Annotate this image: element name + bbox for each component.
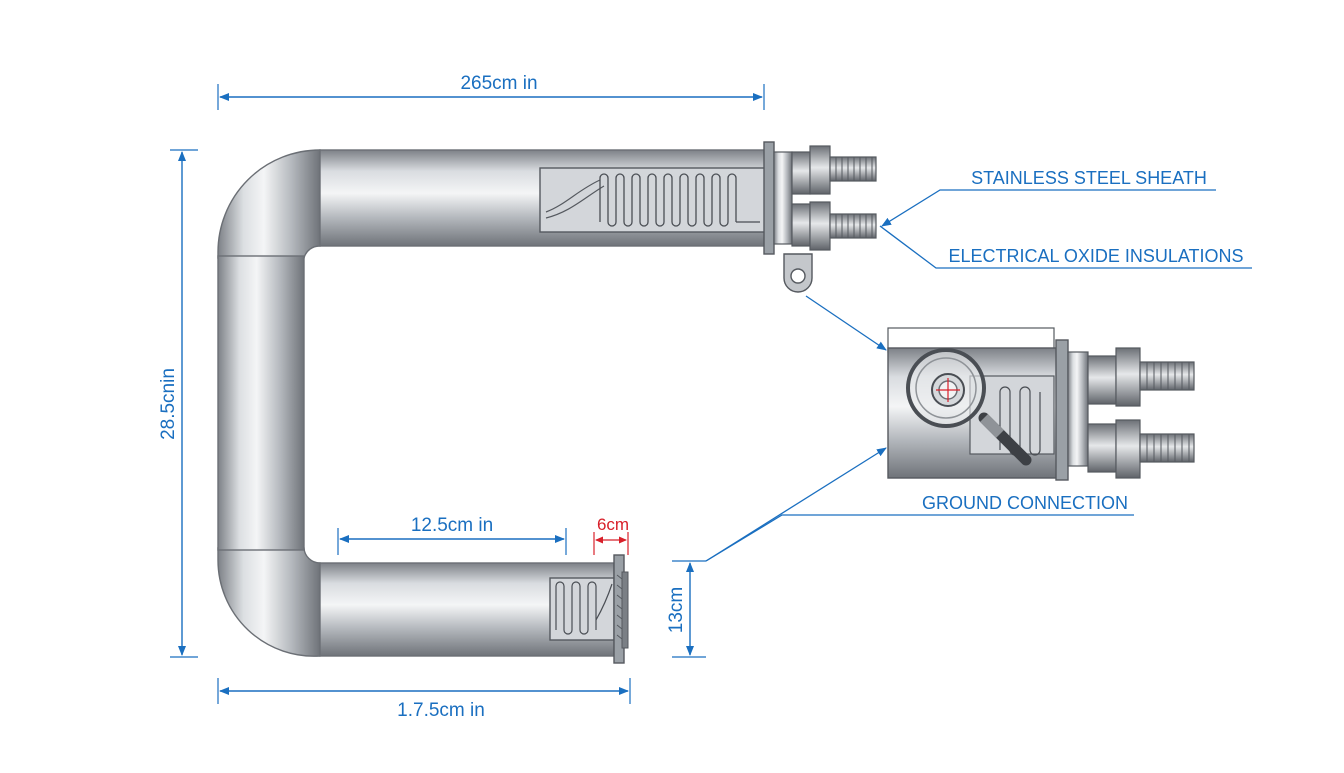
callout-sheath: STAINLESS STEEL SHEATH [881, 168, 1216, 227]
overall-height-label: 28.5cnin [158, 368, 179, 440]
bottom-coil-cutaway [549, 577, 615, 641]
heating-coil [599, 173, 737, 227]
dimension-inner-leg: 12.5cm in [337, 515, 567, 555]
top-coil-cutaway [539, 167, 767, 233]
overall-width-label: 265cm in [460, 73, 537, 94]
callout-lug-to-detail [805, 295, 887, 351]
dimension-bottom-length: 1.7.5cm in [217, 678, 631, 721]
ground-label: GROUND CONNECTION [922, 493, 1128, 513]
ground-connection-detail [887, 327, 1195, 481]
top-terminal-head [763, 141, 877, 293]
terminal-height-label: 13cm [666, 587, 687, 633]
callout-ground: GROUND CONNECTION [705, 447, 1134, 562]
bottom-bend [217, 547, 321, 657]
vertical-leg [217, 255, 305, 551]
flange-offset-label: 6cm [597, 515, 629, 534]
inner-leg-label: 12.5cm in [411, 515, 493, 536]
magnifier-icon [906, 348, 1032, 466]
dimension-flange-offset: 6cm [593, 515, 629, 555]
dimension-overall-height: 28.5cnin [158, 149, 198, 658]
top-bend [217, 149, 321, 259]
insulation-label: ELECTRICAL OXIDE INSULATIONS [948, 246, 1243, 266]
sheath-label: STAINLESS STEEL SHEATH [971, 168, 1207, 188]
bottom-length-label: 1.7.5cm in [397, 700, 485, 721]
bottom-flange [613, 554, 629, 664]
dimension-overall-width: 265cm in [217, 73, 765, 110]
callout-insulation: ELECTRICAL OXIDE INSULATIONS [879, 225, 1252, 269]
dimension-terminal-height: 13cm [666, 560, 706, 658]
